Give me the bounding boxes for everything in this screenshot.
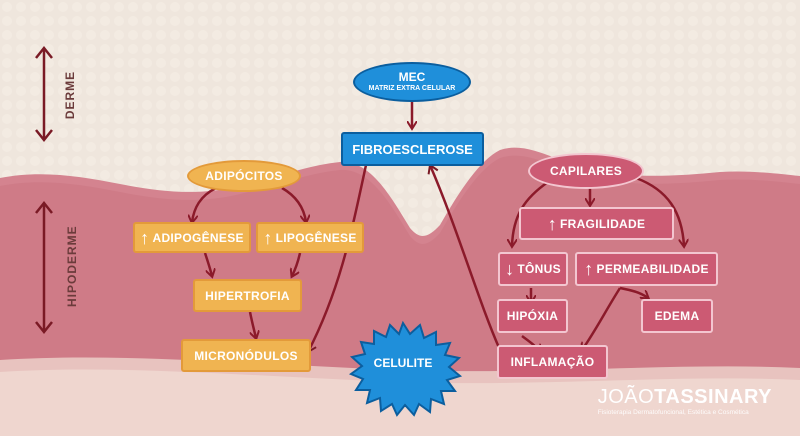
micronodulos-node: MICRONÓDULOS [181, 339, 311, 372]
up-arrow-icon: ↑ [140, 227, 150, 248]
inflamacao-node: INFLAMAÇÃO [497, 345, 608, 379]
brand-last: TASSINARY [654, 386, 772, 408]
fibroesclerose-node: FIBROESCLEROSE [341, 132, 484, 166]
up-arrow-icon: ↑ [547, 213, 557, 234]
brand-first: JOÃO [597, 386, 655, 408]
adipogenese-label: ADIPOGÊNESE [152, 230, 244, 245]
adipocitos-node: ADIPÓCITOS [187, 160, 301, 192]
hipoderme-label: HIPODERME [65, 225, 79, 307]
permeabilidade-label: PERMEABILIDADE [596, 262, 709, 276]
derme-label: DERME [63, 70, 77, 120]
tonus-node: ↓ TÔNUS [498, 252, 568, 286]
brand-name: JOÃOTASSINARY [598, 386, 772, 409]
tonus-label: TÔNUS [517, 262, 561, 276]
celulite-burst [348, 320, 463, 417]
brand-tagline: Fisioterapia Dermatofuncional, Estética … [597, 409, 749, 416]
fragilidade-node: ↑ FRAGILIDADE [519, 207, 674, 240]
mec-subtitle: MATRIZ EXTRA CELULAR [368, 85, 456, 92]
adipogenese-node: ↑ ADIPOGÊNESE [133, 222, 251, 253]
hipertrofia-node: HIPERTROFIA [193, 279, 302, 312]
brand-logo: JOÃOTASSINARY Fisioterapia Dermatofuncio… [598, 386, 772, 416]
lipogenese-node: ↑ LIPOGÊNESE [256, 222, 364, 253]
celulite-label: CELULITE [373, 356, 433, 370]
edema-node: EDEMA [641, 299, 713, 333]
mec-title: MEC [398, 70, 426, 84]
up-arrow-icon: ↑ [584, 259, 594, 279]
hipoxia-node: HIPÓXIA [497, 299, 568, 333]
permeabilidade-node: ↑ PERMEABILIDADE [575, 252, 718, 286]
fragilidade-label: FRAGILIDADE [560, 216, 646, 231]
lipogenese-label: LIPOGÊNESE [275, 230, 357, 245]
down-arrow-icon: ↓ [505, 259, 515, 279]
capilares-node: CAPILARES [528, 153, 644, 189]
up-arrow-icon: ↑ [263, 227, 273, 248]
mec-node: MEC MATRIZ EXTRA CELULAR [353, 62, 471, 102]
